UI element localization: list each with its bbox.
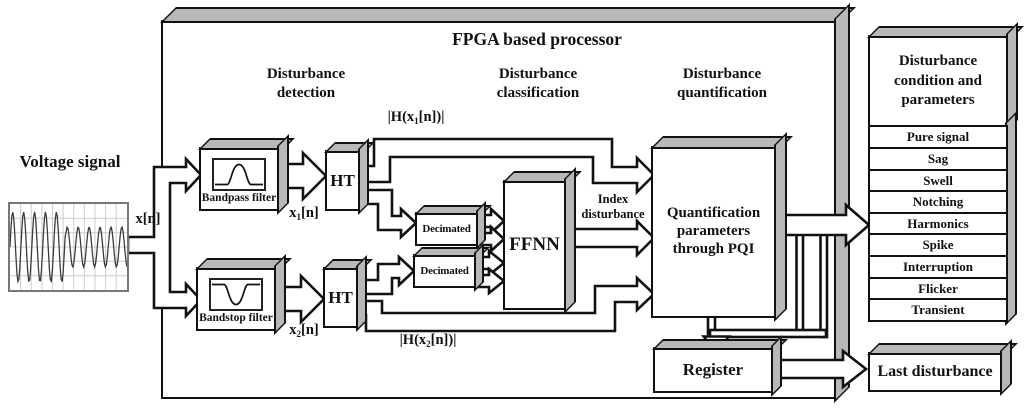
decimated-block-1: Decimated xyxy=(415,212,478,246)
signal-x1n-label: x1[n] xyxy=(289,205,319,223)
arrow-quant-panel xyxy=(774,202,871,248)
voltage-waveform-icon xyxy=(8,202,129,292)
arrow-ffnn-quant xyxy=(564,217,656,259)
list-item-transient: Transient xyxy=(868,298,1008,323)
voltage-signal-label: Voltage signal xyxy=(19,152,121,171)
wire-feedback-2 xyxy=(819,228,829,339)
list-item-notching: Notching xyxy=(868,190,1008,215)
index-disturbance-label: Index disturbance xyxy=(581,192,645,221)
section-quantification: Disturbance quantification xyxy=(676,66,767,102)
quantification-pqi-block: Quantification parameters through PQI xyxy=(651,146,776,318)
signal-xn-label: x[n] xyxy=(135,211,161,227)
bandstop-filter-label: Bandstop filter xyxy=(199,311,273,324)
bandpass-filter-block: Bandpass filter xyxy=(199,147,279,211)
last-disturbance-box: Last disturbance xyxy=(868,352,1002,392)
hilbert-transform-block-2: HT xyxy=(323,267,358,328)
list-item-harmonics: Harmonics xyxy=(868,211,1008,236)
fpga-title: FPGA based processor xyxy=(452,29,622,49)
section-classification: Disturbance classification xyxy=(496,66,580,102)
output-panel-header: Disturbance condition and parameters xyxy=(868,35,1008,128)
wire-ht2-decimated xyxy=(356,254,416,296)
bandpass-response-icon xyxy=(212,157,266,191)
wire-register-collector xyxy=(708,328,828,339)
bandstop-filter-block: Bandstop filter xyxy=(196,267,276,331)
disturbance-list: Pure signal Sag Swell Notching Harmonics… xyxy=(868,125,1008,323)
signal-hx1-label: |H(x1[n])| xyxy=(387,109,445,127)
arrow-register-last xyxy=(771,348,869,390)
wire-hx2-bus xyxy=(356,274,656,333)
list-item-interruption: Interruption xyxy=(868,254,1008,280)
bandpass-filter-label: Bandpass filter xyxy=(201,191,277,204)
register-block: Register xyxy=(653,347,773,393)
hilbert-transform-block-1: HT xyxy=(325,150,360,211)
list-item-spike: Spike xyxy=(868,233,1008,258)
signal-x2n-label: x2[n] xyxy=(289,322,319,340)
wire-hx1-bus xyxy=(358,137,656,196)
signal-hx2-label: |H(x2[n])| xyxy=(399,332,457,350)
list-item-sag: Sag xyxy=(868,146,1008,172)
wire-ht1-decimated xyxy=(358,188,418,240)
decimated-block-2: Decimated xyxy=(413,254,476,288)
list-item-flicker: Flicker xyxy=(868,276,1008,301)
wire-input-bus xyxy=(126,155,203,320)
wire-feedback-1 xyxy=(795,228,805,335)
list-item-swell: Swell xyxy=(868,168,1008,193)
ffnn-block: FFNN xyxy=(503,180,566,310)
list-item-pure-signal: Pure signal xyxy=(868,125,1008,150)
section-detection: Disturbance detection xyxy=(266,66,346,102)
bandstop-response-icon xyxy=(209,277,263,311)
